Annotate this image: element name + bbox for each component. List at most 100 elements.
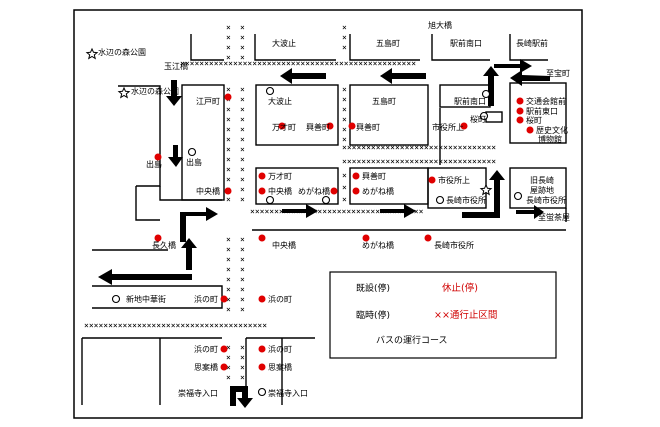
svg-text:×: × [226, 265, 231, 274]
svg-text:×: × [342, 183, 347, 192]
label-sakura-mid: 桜町 [470, 114, 486, 124]
label-shianbashi-1: 思案橋 [194, 362, 218, 372]
label-edo-machi: 江戸町 [196, 97, 220, 106]
svg-text:×: × [240, 343, 245, 352]
svg-text:×: × [342, 135, 347, 144]
label-hamanomachi-1: 浜の町 [194, 294, 218, 304]
svg-text:×: × [226, 125, 231, 134]
svg-text:×: × [226, 53, 231, 62]
label-kouzen-mid: 興善町 [362, 171, 386, 181]
label-kotsu-kaikan: 交通会館前 [526, 96, 566, 106]
closed-col-3: ××× ×××× ×× ××× [342, 23, 347, 204]
svg-text:×: × [240, 33, 245, 42]
svg-text:×: × [240, 85, 245, 94]
label-nagasaki-shiyakusho-bottom: 長崎市役所 [434, 240, 474, 250]
label-kyu-nagasaki-1: 旧長崎 [530, 175, 554, 185]
svg-text:×: × [240, 353, 245, 362]
label-nagasaki-shiyakusho-right: 長崎市役所 [526, 195, 566, 205]
svg-text:×: × [226, 105, 231, 114]
label-chuobashi-left: 中央橋 [196, 186, 220, 196]
label-shiho-machi: 至宝町 [546, 68, 570, 78]
svg-text:×: × [226, 305, 231, 314]
svg-text:×: × [240, 145, 245, 154]
legend-box [329, 271, 557, 359]
svg-text:×: × [240, 285, 245, 294]
label-asahi-ohashi: 旭大橋 [428, 20, 452, 30]
label-meganebashi-bottom: めがね橋 [362, 240, 394, 250]
closed-col-1: ×××× ×××× ×××× ×××× ×××× ×××× ×××× [226, 23, 231, 382]
label-mizube-left-1: 水辺の森公園 [131, 86, 179, 96]
label-kouzen-top: 興善町 [306, 122, 330, 132]
label-kyu-nagasaki-2: 屋跡地 [530, 185, 554, 195]
label-goshima-top: 五島町 [376, 38, 400, 48]
label-ohato-top: 大波止 [272, 38, 296, 48]
label-rekishi-bunka: 歴史文化 [536, 125, 568, 135]
label-ekimae-minami-top: 駅前南口 [450, 38, 482, 48]
label-hamanomachi-3: 浜の町 [194, 344, 218, 354]
svg-text:×: × [342, 125, 347, 134]
label-shinchi-chukagai: 新地中華街 [126, 294, 166, 304]
svg-text:×: × [342, 43, 347, 52]
svg-text:×: × [226, 85, 231, 94]
svg-text:××××××××××××××××××××××××××××××: ×××××××××××××××××××××××××××××××××××××× [84, 321, 267, 330]
svg-text:××××××××××××××××××××××××××××××: ×××××××××××××××××××××××××××××××× [342, 143, 496, 152]
svg-text:×: × [240, 275, 245, 284]
label-ekimae-higashi: 駅前東口 [526, 106, 558, 116]
legend-suspended: 休止(停) [442, 282, 478, 294]
label-shiyakusho-ue: 市役所上 [432, 122, 464, 132]
label-ekimae-minami-mid: 駅前南口 [454, 96, 486, 106]
legend-closed: ××通行止区間 [434, 309, 497, 321]
svg-text:×: × [226, 33, 231, 42]
svg-text:×: × [226, 353, 231, 362]
street-labels: 水辺の森公園 玉江橋 大波止 五島町 駅前南口 長崎駅前 旭大橋 至宝町 水辺の… [98, 20, 570, 398]
svg-text:××××××××××××××××××××××××××××××: ××××××××××××××××××××××××××××××××××××××××… [180, 59, 416, 68]
svg-text:×: × [226, 145, 231, 154]
svg-text:×: × [240, 23, 245, 32]
label-goshima-mid: 五島町 [372, 96, 396, 106]
label-hamanomachi-2: 浜の町 [268, 294, 292, 304]
legend: 既設(停) 休止(停) 臨時(停) ××通行止区間 バスの運行コース [329, 271, 557, 359]
label-meganebashi-mid: めがね橋 [298, 186, 330, 196]
svg-text:×: × [240, 43, 245, 52]
svg-text:×: × [240, 305, 245, 314]
svg-text:×: × [240, 175, 245, 184]
legend-bus-course: バスの運行コース [376, 334, 448, 346]
svg-text:×: × [240, 115, 245, 124]
svg-text:×: × [226, 235, 231, 244]
city-blocks [81, 34, 567, 405]
svg-text:×: × [240, 235, 245, 244]
svg-text:×: × [240, 135, 245, 144]
svg-text:×: × [240, 53, 245, 62]
label-nagasaki-bashi: 長久橋 [152, 240, 176, 250]
svg-text:×: × [226, 43, 231, 52]
label-kouzen-left: 興善町 [356, 122, 380, 132]
svg-text:×: × [240, 255, 245, 264]
svg-text:×: × [226, 373, 231, 382]
label-dejima-left: 出島 [146, 159, 162, 169]
label-dejima-in: 出島 [186, 157, 202, 167]
legend-temporary: 臨時(停) [356, 309, 390, 321]
svg-text:×: × [240, 185, 245, 194]
svg-text:×: × [226, 285, 231, 294]
svg-text:×: × [342, 115, 347, 124]
label-chuobashi-mid: 中央橋 [268, 186, 292, 196]
svg-text:×: × [240, 105, 245, 114]
label-ohato-mid: 大波止 [268, 96, 292, 106]
label-manzai-top: 万才町 [272, 122, 296, 132]
svg-text:×: × [240, 295, 245, 304]
svg-text:××××××××××××××××××××××××××××××: ×××××××××××××××××××××××××××××××××××× [250, 207, 424, 216]
label-chuobashi-bottom: 中央橋 [272, 240, 296, 250]
svg-text:×: × [226, 245, 231, 254]
label-sofukuji-1: 崇福寺入口 [178, 389, 218, 398]
svg-text:×: × [342, 23, 347, 32]
legend-existing: 既設(停) [356, 282, 390, 294]
label-shi-hotarujaya: 至蛍茶屋 [538, 212, 570, 222]
svg-text:×: × [240, 165, 245, 174]
label-nagasaki-eki-top: 長崎駅前 [516, 38, 548, 48]
svg-text:×: × [240, 125, 245, 134]
svg-text:×: × [226, 115, 231, 124]
label-shiyakusho-ue-mid: 市役所上 [438, 175, 470, 185]
svg-text:×: × [226, 195, 231, 204]
svg-text:×: × [226, 135, 231, 144]
